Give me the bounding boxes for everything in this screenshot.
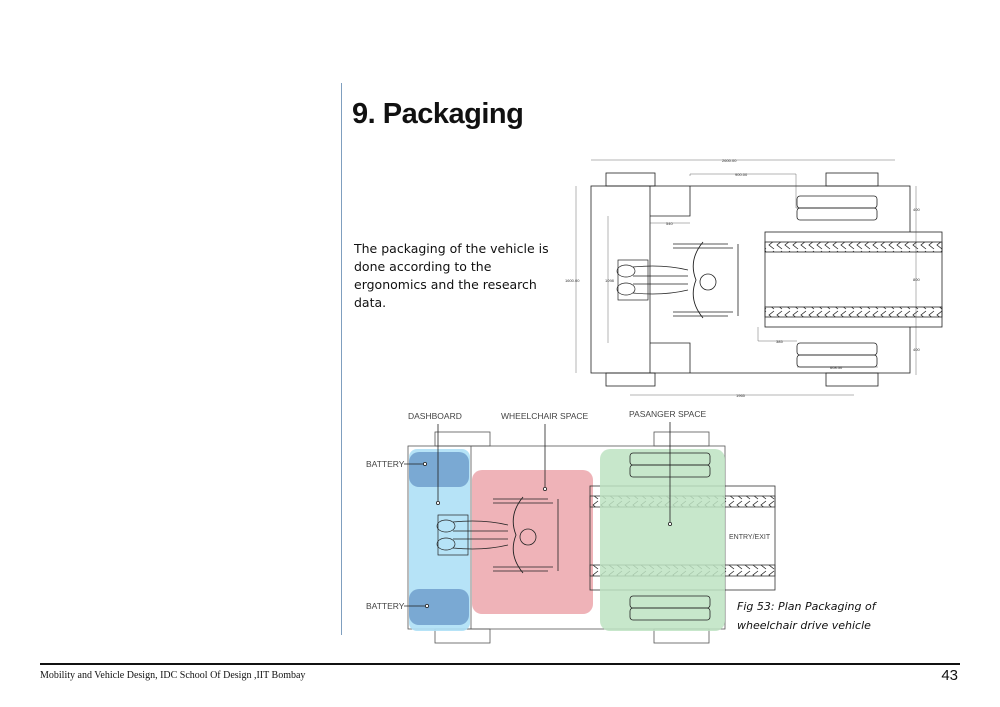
label-wheelchair-space: WHEELCHAIR SPACE: [501, 411, 589, 421]
dim-overall-length: 2600.00: [722, 158, 737, 163]
passenger-seat-bottom: [796, 342, 878, 368]
wheelchair-occupant: [616, 241, 739, 319]
dim-dash-depth: 540: [666, 221, 673, 226]
battery-bottom: [409, 589, 469, 625]
dim-ramp-width: 800: [913, 277, 920, 282]
caption-line-2: wheelchair drive vehicle: [737, 619, 871, 632]
dim-seat-width: 608.30: [830, 365, 843, 370]
label-passenger-space: PASANGER SPACE: [629, 409, 706, 419]
dim-wheelbase: 1965: [736, 393, 746, 398]
label-dashboard: DASHBOARD: [408, 411, 462, 421]
intro-paragraph: The packaging of the vehicle is done acc…: [354, 241, 549, 310]
dim-inner-width: 1098: [605, 278, 615, 283]
dim-side-top: 400: [913, 207, 920, 212]
footer-text: Mobility and Vehicle Design, IDC School …: [40, 670, 306, 681]
page-title: 9. Packaging: [352, 98, 524, 130]
label-battery-top: BATTERY: [366, 459, 405, 469]
dimensioned-plan: 2600.00 900.00 540 1600.00 1098 400 800 …: [565, 158, 943, 398]
label-battery-bottom: BATTERY: [366, 601, 405, 611]
dim-ramp-gap: 385: [776, 339, 783, 344]
dim-overall-width: 1600.00: [565, 278, 580, 283]
page-number: 43: [941, 667, 958, 684]
label-entry-exit: ENTRY/EXIT: [729, 534, 771, 541]
passenger-zone: [600, 449, 725, 631]
caption-line-1: Fig 53: Plan Packaging of: [737, 600, 876, 613]
passenger-seat-top: [796, 195, 878, 221]
figure-caption: Fig 53: Plan Packaging of wheelchair dri…: [737, 597, 877, 635]
battery-top: [409, 452, 469, 487]
dim-dash-to-seat: 900.00: [735, 172, 748, 177]
vertical-divider: [341, 83, 342, 635]
wheelchair-zone: [472, 470, 593, 614]
footer-rule: [40, 663, 960, 665]
dim-side-bottom: 400: [913, 347, 920, 352]
packaging-diagram: DASHBOARD WHEELCHAIR SPACE PASANGER SPAC…: [366, 409, 776, 644]
